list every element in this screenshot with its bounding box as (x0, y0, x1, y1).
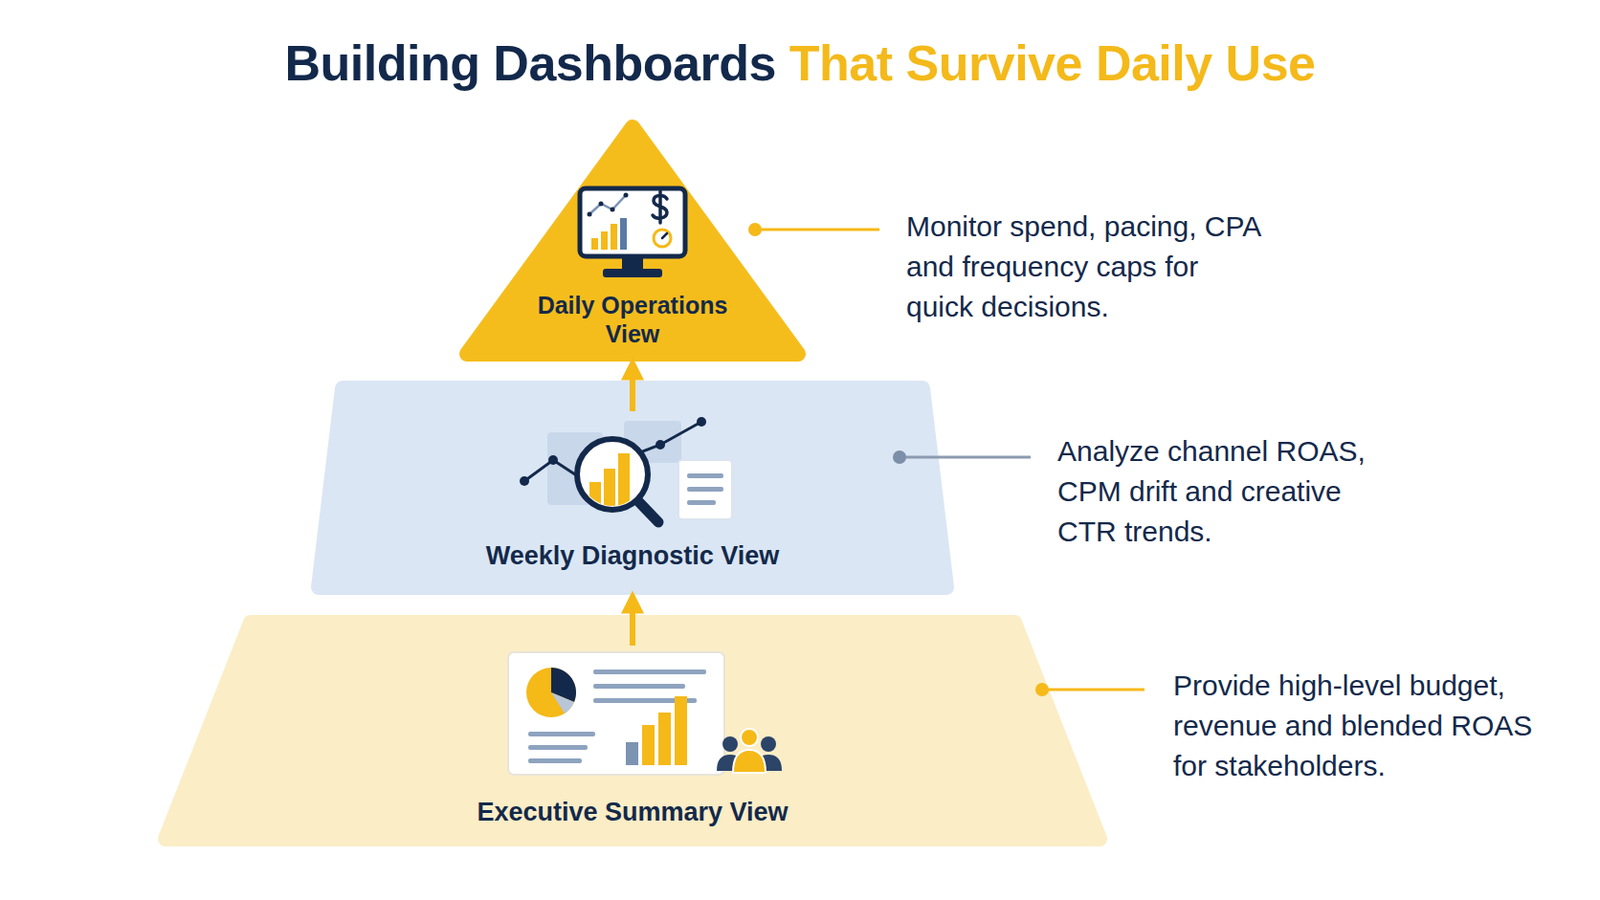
magnifier-icon-part (687, 500, 716, 506)
tier-label: Executive Summary View (157, 797, 1108, 828)
report-icon-part (642, 725, 655, 766)
title-row: Building Dashboards That Survive Daily U… (0, 32, 1600, 94)
leader-line-part (755, 228, 880, 232)
magnifier-icon-part (548, 455, 558, 466)
diagram-title: Building Dashboards That Survive Daily U… (284, 32, 1315, 94)
monitor-icon-part (610, 223, 618, 250)
monitor-icon-part (662, 233, 667, 239)
report-icon-part (551, 667, 577, 703)
monitor-icon-part (653, 229, 671, 247)
report-icon-part (733, 750, 766, 774)
monitor-icon-part (652, 191, 667, 223)
monitor-icon-part (623, 193, 629, 199)
report-icon-part (593, 684, 686, 689)
tier-label: Daily Operations View (522, 290, 743, 349)
magnifier-icon-part (687, 473, 724, 479)
report-icon-part (526, 667, 577, 718)
report-icon-part (658, 712, 671, 766)
magnifier-icon-part (655, 440, 666, 450)
leader-line (1035, 683, 1145, 697)
monitor-icon (579, 188, 686, 278)
magnifier-icon-part (524, 422, 702, 482)
report-icon-part (593, 669, 707, 675)
report-icon-part (716, 755, 744, 772)
flow-arrow (629, 363, 636, 412)
leader-line-part (899, 456, 1031, 460)
magnifier-icon (519, 417, 733, 523)
magnifier-icon-part-part (603, 468, 616, 512)
flow-arrow (629, 597, 636, 646)
monitor-icon-part (591, 238, 599, 250)
monitor-icon-part (587, 212, 593, 218)
monitor-icon-part (589, 195, 626, 215)
magnifier-icon-part-part (589, 482, 601, 512)
leader-line-part (892, 450, 907, 465)
tier-label: Weekly Diagnostic View (311, 540, 955, 572)
magnifier-icon-part (678, 460, 733, 520)
magnifier-icon-part (519, 476, 530, 487)
callout-description: Analyze channel ROAS, CPM drift and crea… (1057, 431, 1388, 553)
report-icon-part (528, 732, 596, 737)
report-icon-part (755, 755, 782, 772)
report-icon-part (674, 696, 688, 766)
pyramid-top-tier: Daily Operations View (459, 117, 806, 362)
monitor-icon-part (610, 207, 616, 213)
leader-line-part (1035, 683, 1049, 697)
leader-line (748, 222, 880, 237)
monitor-icon-part (579, 188, 686, 257)
magnifier-icon-part (589, 453, 630, 512)
report-icon-part (722, 736, 738, 753)
leader-line-part (748, 222, 762, 237)
report-icon-part (551, 692, 575, 714)
magnifier-icon-part (636, 499, 659, 523)
monitor-icon-part (599, 201, 604, 207)
pyramid-middle-tier: Weekly Diagnostic View (311, 380, 955, 596)
leader-line-part (1042, 688, 1145, 692)
magnifier-icon-part (696, 417, 707, 427)
report-icon-part (740, 729, 758, 747)
leader-line (892, 450, 1031, 465)
report-icon-part (625, 742, 639, 766)
magnifier-icon-part (687, 487, 724, 492)
magnifier-icon-part (623, 421, 682, 464)
monitor-icon-part (602, 268, 663, 278)
report-icon-part (528, 745, 588, 751)
callout-description: Monitor spend, pacing, CPA and frequency… (906, 206, 1268, 328)
report-icon-part (760, 736, 777, 753)
tier-fill (466, 127, 799, 355)
report-icon-part (593, 698, 697, 704)
report-icon-part (508, 652, 725, 776)
monitor-icon-part (622, 254, 644, 270)
report-icon-part (528, 758, 582, 764)
pyramid-bottom-tier: Executive Summary View (157, 615, 1108, 847)
monitor-icon-part (600, 231, 608, 250)
callout-description: Provide high-level budget, revenue and b… (1173, 666, 1552, 787)
report-icon (508, 652, 782, 776)
magnifier-icon-part (547, 432, 603, 506)
monitor-icon-part (620, 218, 627, 250)
magnifier-icon-part (577, 439, 648, 511)
magnifier-icon-part-part (618, 453, 630, 512)
